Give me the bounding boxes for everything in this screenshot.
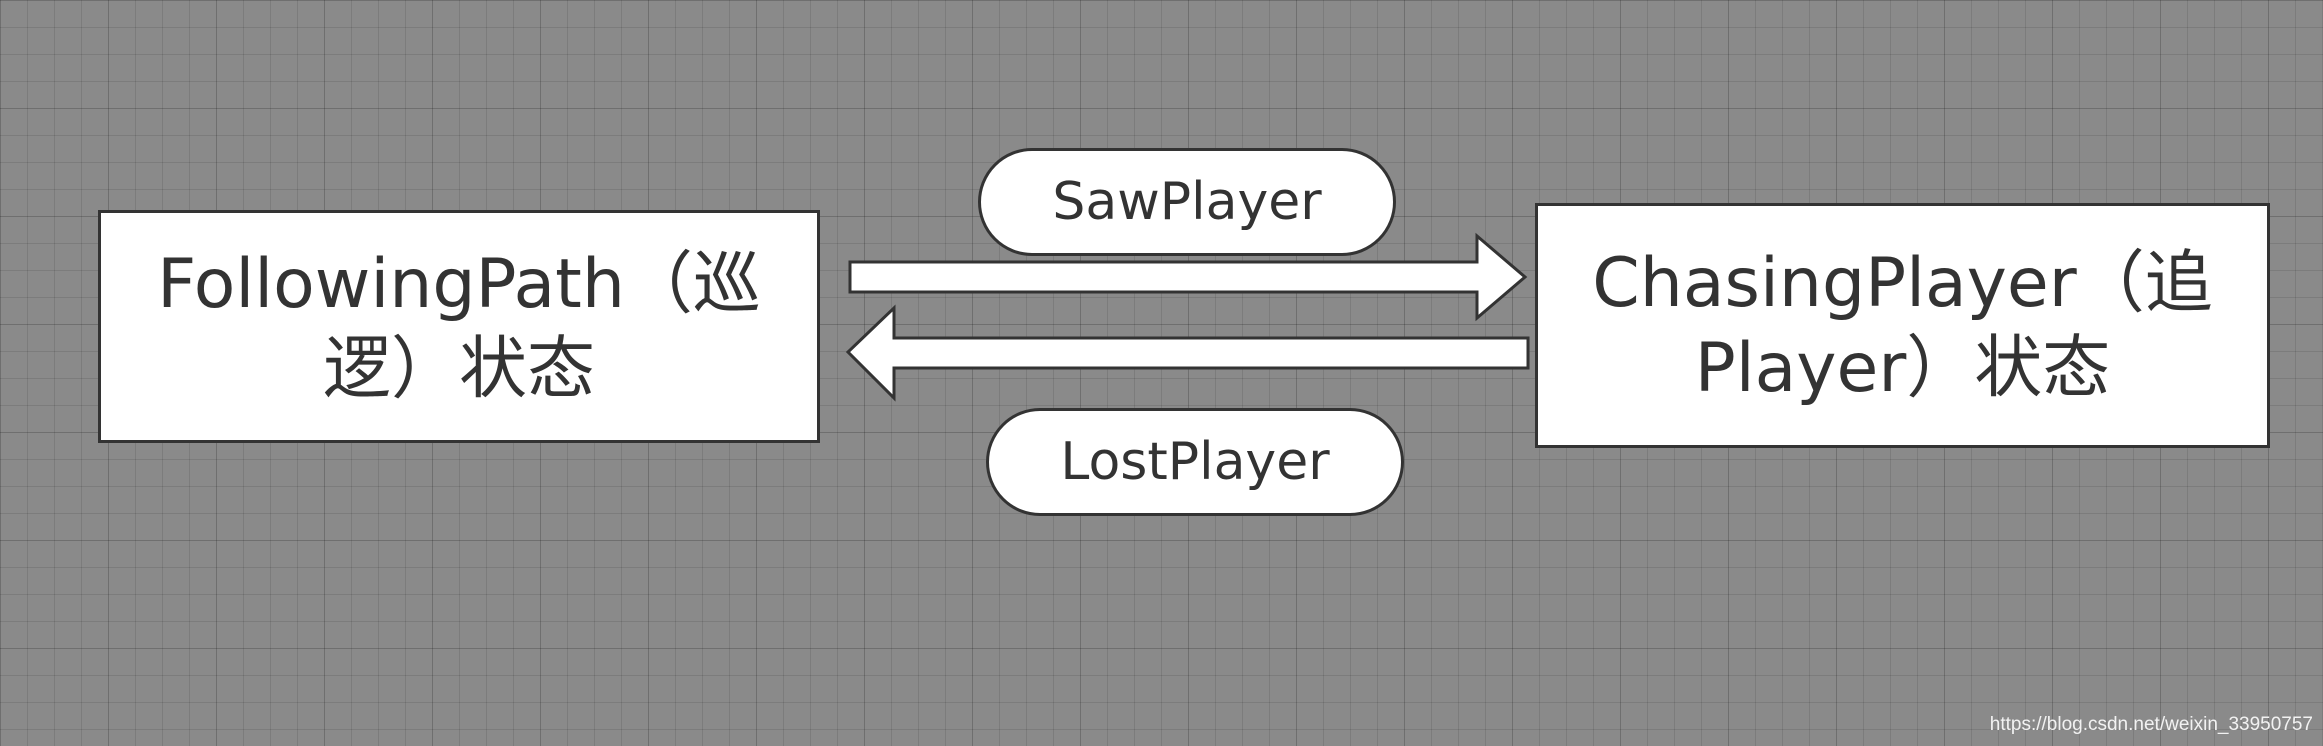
arrow-to-following bbox=[845, 304, 1530, 402]
event-saw-player-label: SawPlayer bbox=[1052, 172, 1322, 232]
event-saw-player: SawPlayer bbox=[978, 148, 1396, 256]
watermark-text: https://blog.csdn.net/weixin_33950757 bbox=[1989, 714, 2313, 735]
event-lost-player-label: LostPlayer bbox=[1060, 432, 1330, 492]
event-lost-player: LostPlayer bbox=[986, 408, 1404, 516]
state-following-path: FollowingPath（巡逻）状态 bbox=[98, 210, 820, 443]
state-chasing-player-label: ChasingPlayer（追Player）状态 bbox=[1592, 243, 2213, 408]
state-chasing-player: ChasingPlayer（追Player）状态 bbox=[1535, 203, 2270, 448]
state-following-path-label: FollowingPath（巡逻）状态 bbox=[157, 244, 761, 409]
arrow-to-chasing bbox=[848, 232, 1528, 322]
